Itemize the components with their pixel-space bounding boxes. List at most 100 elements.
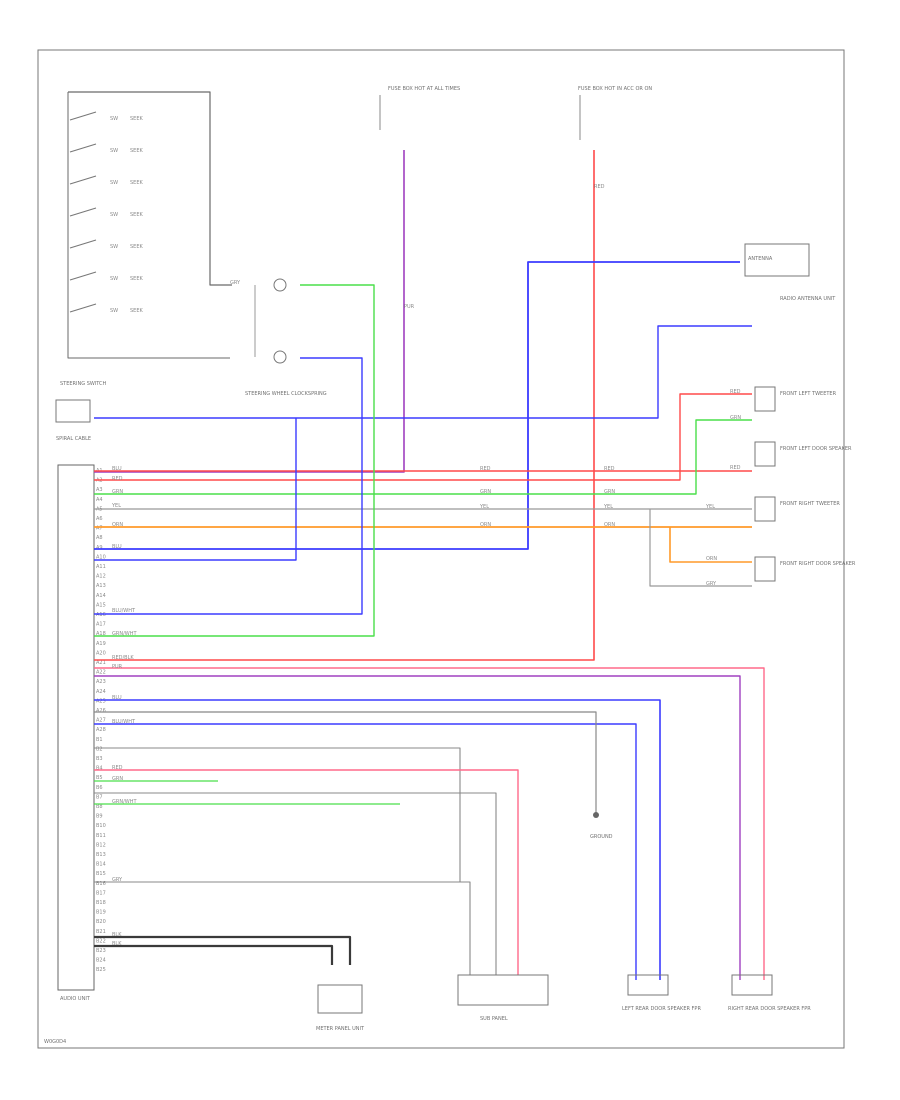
pin-label-B17: B17 <box>96 890 106 896</box>
switch-contact <box>69 111 97 121</box>
switch-label: SW <box>110 276 118 282</box>
sub-panel-wire-2 <box>94 792 497 975</box>
switch-label: SW <box>110 116 118 122</box>
sub-panel-box <box>457 974 549 1006</box>
pin-label-B20: B20 <box>96 919 106 925</box>
wire-tag-7: GRN/WHT <box>112 631 137 637</box>
steering-sensor-box <box>55 399 91 423</box>
speaker-front_right_speaker <box>754 496 776 522</box>
pin-label-A18: A18 <box>96 631 106 637</box>
pin-label-A14: A14 <box>96 593 106 599</box>
wire-tag-24: YEL <box>603 504 613 510</box>
orange-rear-wire <box>669 527 752 563</box>
speaker-label-front_right_speaker: FRONT RIGHT TWEETER <box>780 501 840 507</box>
audio-unit-box <box>57 464 95 991</box>
wire-tag-8: RED/BLK <box>112 655 134 661</box>
wire-tag-9: PUR <box>112 664 123 670</box>
pin-label-B1: B1 <box>96 737 103 743</box>
pin-label-B22: B22 <box>96 938 106 944</box>
switch-func-label: SEEK <box>130 308 143 314</box>
wire-tag-31: GRY <box>706 581 717 587</box>
pin-label-B7: B7 <box>96 794 103 800</box>
blue-antenna-wire <box>94 261 740 550</box>
wire-tag-19: GRN <box>480 489 491 495</box>
pin-label-A23: A23 <box>96 679 106 685</box>
switch-label: SW <box>110 244 118 250</box>
ground-label: GROUND <box>590 834 613 840</box>
pin-label-A21: A21 <box>96 660 106 666</box>
speaker-front_left_door <box>754 441 776 467</box>
wire-tag-20: YEL <box>479 504 489 510</box>
purple-power-wire <box>94 150 405 473</box>
wire-tag-6: BLU/WHT <box>112 608 136 614</box>
gray-ground-wire <box>94 711 597 815</box>
pin-label-B12: B12 <box>96 842 106 848</box>
switch-contact <box>69 207 97 217</box>
green-clockspring-wire <box>94 284 375 637</box>
sub-panel-pink-wire <box>94 769 519 975</box>
pin-label-A20: A20 <box>96 650 106 656</box>
sub-panel-wire-1 <box>94 747 461 882</box>
wire-tag-33: RED <box>594 184 605 190</box>
pin-label-A6: A6 <box>96 516 103 522</box>
antenna-label: ANTENNA <box>748 256 773 262</box>
pin-label-A13: A13 <box>96 583 106 589</box>
switch-func-label: SEEK <box>130 148 143 154</box>
pin-label-B14: B14 <box>96 862 106 868</box>
speaker-label-front_right_door: FRONT RIGHT DOOR SPEAKER <box>780 561 856 567</box>
blue-sense-wire <box>94 325 752 419</box>
ground-point <box>593 812 599 818</box>
right-rear-speaker-box <box>731 974 773 996</box>
wire-tag-32: PUR <box>404 304 415 310</box>
wire-tag-3: YEL <box>111 503 121 509</box>
red-front-left-wire <box>94 393 752 481</box>
wire-tag-0: BLU <box>112 466 122 472</box>
blue-steering-wire <box>94 418 297 561</box>
wire-tag-2: GRN <box>112 489 123 495</box>
clockspring-bottom-coil <box>273 350 287 364</box>
switch-contact <box>69 239 97 249</box>
meter-unit-box <box>317 984 363 1014</box>
pin-label-B8: B8 <box>96 804 103 810</box>
pin-label-B24: B24 <box>96 958 106 964</box>
diagram-border <box>37 49 845 1049</box>
pin-label-A15: A15 <box>96 602 106 608</box>
speaker-front_left_speaker <box>754 386 776 412</box>
green-front-left-wire <box>94 419 752 495</box>
pin-label-A22: A22 <box>96 670 106 676</box>
pin-label-A24: A24 <box>96 689 106 695</box>
wire-tag-5: BLU <box>112 544 122 550</box>
pin-label-B18: B18 <box>96 900 106 906</box>
left-rear-speaker-box <box>627 974 669 996</box>
fuse-2-label: FUSE BOX HOT IN ACC OR ON <box>578 86 652 92</box>
footer-code: W0G0D4 <box>44 1039 66 1045</box>
pin-label-B6: B6 <box>96 785 103 791</box>
speaker-label-front_left_door: FRONT LEFT DOOR SPEAKER <box>780 446 852 452</box>
pin-label-A10: A10 <box>96 554 106 560</box>
pin-label-A16: A16 <box>96 612 106 618</box>
steering-switch-bus <box>68 91 232 286</box>
pin-label-B23: B23 <box>96 948 106 954</box>
pin-label-A26: A26 <box>96 708 106 714</box>
speaker-front_right_door <box>754 556 776 582</box>
wire-tag-27: GRN <box>730 415 741 421</box>
clockspring-label: STEERING WHEEL CLOCKSPRING <box>245 391 327 397</box>
wire-tag-21: ORN <box>480 522 491 528</box>
pin-label-B10: B10 <box>96 823 106 829</box>
wire-tag-11: BLU/WHT <box>112 719 136 725</box>
switch-label: SW <box>110 212 118 218</box>
meter-unit-label: METER PANEL UNIT <box>316 1026 365 1032</box>
pin-label-B13: B13 <box>96 852 106 858</box>
purple-right-rear-wire <box>94 675 741 980</box>
meter-black-wire-2 <box>94 944 334 965</box>
switch-func-label: SEEK <box>130 180 143 186</box>
switch-contact <box>69 271 97 281</box>
pin-label-A11: A11 <box>96 564 106 570</box>
wire-tag-1: RED <box>112 476 123 482</box>
speaker-label-front_left_speaker: FRONT LEFT TWEETER <box>780 391 837 397</box>
switch-contact <box>69 143 97 153</box>
wire-tag-14: GRN/WHT <box>112 799 137 805</box>
switch-func-label: SEEK <box>130 116 143 122</box>
wire-tag-23: GRN <box>604 489 615 495</box>
